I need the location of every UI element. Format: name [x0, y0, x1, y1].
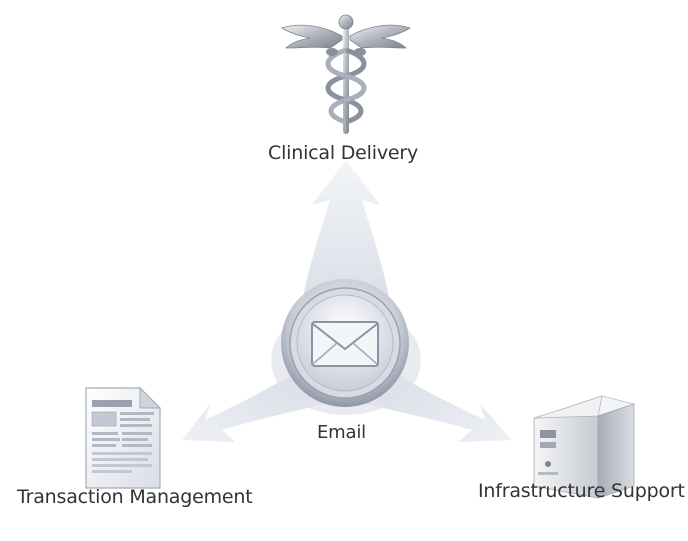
envelope-icon: [311, 321, 379, 367]
server-tower-icon: [533, 395, 636, 499]
node-label-infrastructure-support: Infrastructure Support: [478, 480, 685, 502]
caduceus-icon: [281, 14, 411, 134]
node-label-clinical-delivery: Clinical Delivery: [268, 142, 419, 164]
document-icon: [85, 386, 162, 489]
center-label-email: Email: [317, 422, 366, 443]
email-badge: [281, 279, 409, 407]
node-label-transaction-management: Transaction Management: [17, 486, 253, 508]
